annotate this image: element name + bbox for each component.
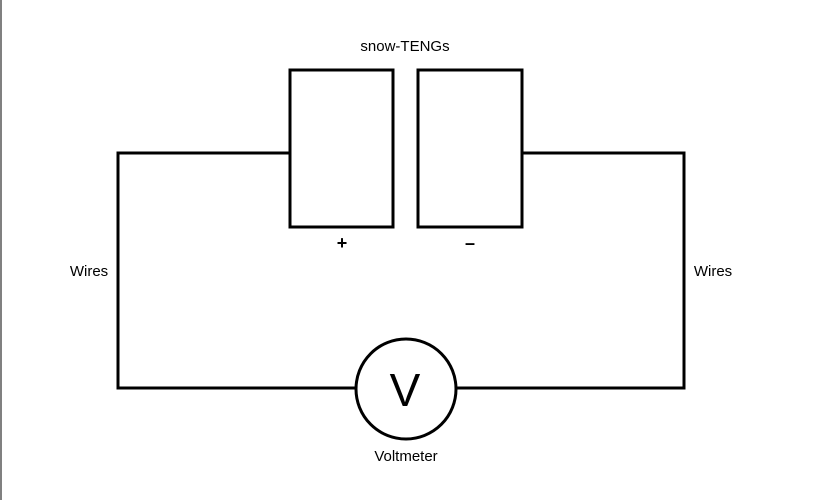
negative-terminal-label: – xyxy=(465,233,475,253)
voltmeter-label: Voltmeter xyxy=(374,448,437,465)
right-wire-label: Wires xyxy=(694,263,732,280)
left-wire-label: Wires xyxy=(70,263,108,280)
voltmeter-icon xyxy=(354,337,458,441)
teng-plate-positive xyxy=(288,68,395,229)
voltmeter-symbol: V xyxy=(390,364,421,416)
teng-title: snow-TENGs xyxy=(360,38,449,55)
right-wire xyxy=(454,151,686,390)
teng-plate-negative xyxy=(416,68,524,229)
positive-terminal-label: + xyxy=(337,233,348,253)
left-wire xyxy=(116,151,358,390)
